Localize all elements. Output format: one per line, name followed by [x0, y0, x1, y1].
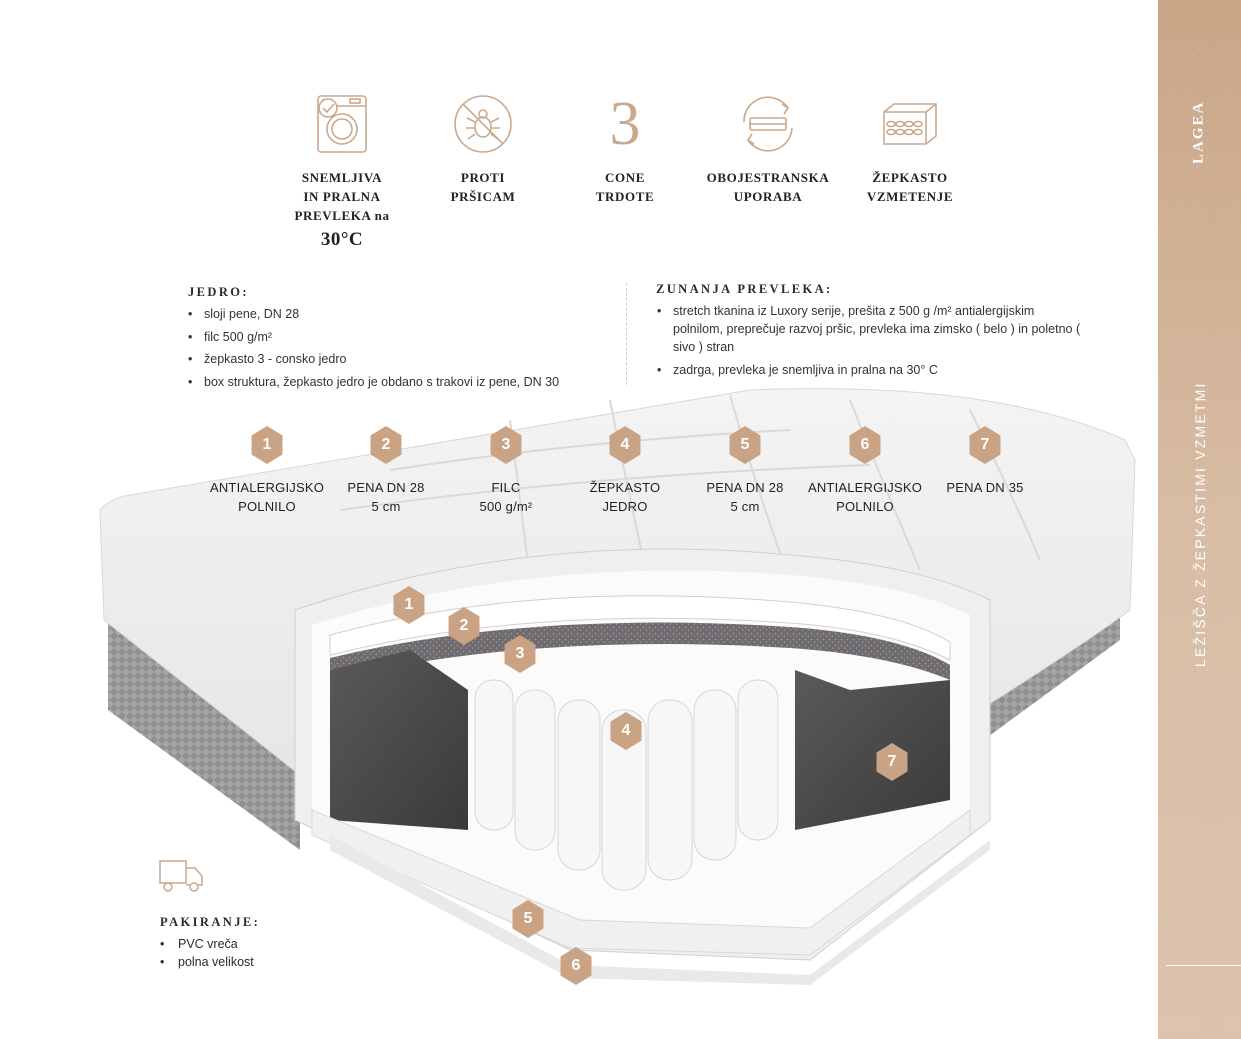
list-item: stretch tkanina iz Luxory serije, prešit…: [655, 302, 1085, 356]
feature-label-line: PRŠICAM: [450, 189, 516, 204]
feature-anti-mites: PROTI PRŠICAM: [418, 92, 548, 206]
legend-label-line: ŽEPKASTO: [589, 480, 661, 495]
feature-label-line: UPORABA: [733, 189, 803, 204]
legend-label-line: JEDRO: [602, 499, 648, 514]
core-list: sloji pene, DN 28 filc 500 g/m² žepkasto…: [186, 305, 606, 395]
legend-layer-1: 1 ANTIALERGIJSKO POLNILO: [207, 426, 327, 516]
list-item: zadrga, prevleka je snemljiva in pralna …: [655, 361, 1085, 379]
legend-label-line: PENA DN 35: [946, 480, 1024, 495]
three-zones-icon: 3: [609, 90, 641, 158]
legend-label-line: FILC: [491, 480, 521, 495]
layer-number-badge: 5: [729, 426, 761, 464]
brand-logo: LAGEA: [1190, 100, 1207, 164]
legend-label-line: POLNILO: [238, 499, 296, 514]
legend-label-line: ANTIALERGIJSKO: [807, 480, 923, 495]
feature-label-line: TRDOTE: [595, 189, 655, 204]
legend-layer-4: 4 ŽEPKASTO JEDRO: [565, 426, 685, 516]
feature-double-sided: OBOJESTRANSKA UPORABA: [703, 92, 833, 206]
feature-label-line: CONE: [605, 170, 645, 185]
mattress-cutaway-illustration: [99, 388, 1136, 985]
layer-number-badge: 1: [251, 426, 283, 464]
legend-label-line: 5 cm: [730, 499, 760, 514]
list-item: polna velikost: [160, 953, 254, 971]
no-mites-icon: [454, 95, 512, 153]
side-title: LEŽIŠČA Z ŽEPKASTIMI VZMETMI: [1192, 381, 1208, 667]
feature-label-line: VZMETENJE: [866, 189, 954, 204]
feature-zones: 3 CONE TRDOTE: [560, 92, 690, 206]
packaging-title: PAKIRANJE:: [160, 915, 261, 929]
feature-pocket-springs: ŽEPKASTO VZMETENJE: [845, 92, 975, 206]
legend-layer-5: 5 PENA DN 28 5 cm: [685, 426, 805, 516]
spec-divider: [626, 283, 627, 385]
list-item: filc 500 g/m²: [186, 328, 606, 346]
side-divider: [1166, 965, 1241, 966]
feature-label-line: PROTI: [460, 170, 506, 185]
layer-number-badge: 4: [609, 426, 641, 464]
cover-list: stretch tkanina iz Luxory serije, prešit…: [655, 302, 1085, 383]
cover-title: ZUNANJA PREVLEKA:: [656, 282, 833, 296]
feature-washable: SNEMLJIVA IN PRALNA PREVLEKA na 30°C: [277, 92, 407, 255]
feature-label-line: PREVLEKA na: [294, 208, 390, 223]
legend-label-line: ANTIALERGIJSKO: [209, 480, 325, 495]
legend-label-line: 500 g/m²: [479, 499, 533, 514]
side-band: [1158, 0, 1241, 1039]
legend-layer-3: 3 FILC 500 g/m²: [446, 426, 566, 516]
legend-label-line: PENA DN 28: [347, 480, 425, 495]
layer-number-badge: 3: [490, 426, 522, 464]
feature-label-line: IN PRALNA: [303, 189, 381, 204]
legend-layer-6: 6 ANTIALERGIJSKO POLNILO: [805, 426, 925, 516]
feature-label-line: ŽEPKASTO: [872, 170, 948, 185]
feature-label-line: SNEMLJIVA: [301, 170, 383, 185]
legend-layer-7: 7 PENA DN 35: [925, 426, 1045, 497]
packaging-list: PVC vreča polna velikost: [160, 935, 254, 971]
legend-label-line: 5 cm: [371, 499, 401, 514]
pocket-spring-icon: [883, 103, 937, 145]
feature-label-line: OBOJESTRANSKA: [706, 170, 830, 185]
legend-label-line: POLNILO: [836, 499, 894, 514]
list-item: box struktura, žepkasto jedro je obdano …: [186, 373, 606, 391]
washing-machine-icon: [317, 95, 367, 153]
layer-number-badge: 7: [969, 426, 1001, 464]
legend-label-line: PENA DN 28: [706, 480, 784, 495]
truck-icon: [159, 860, 203, 892]
legend-layer-2: 2 PENA DN 28 5 cm: [326, 426, 446, 516]
list-item: sloji pene, DN 28: [186, 305, 606, 323]
layer-number-badge: 6: [849, 426, 881, 464]
layer-number-badge: 2: [370, 426, 402, 464]
list-item: PVC vreča: [160, 935, 254, 953]
core-title: JEDRO:: [188, 285, 249, 299]
double-sided-icon: [743, 96, 793, 152]
feature-temperature: 30°C: [320, 229, 364, 250]
list-item: žepkasto 3 - consko jedro: [186, 350, 606, 368]
